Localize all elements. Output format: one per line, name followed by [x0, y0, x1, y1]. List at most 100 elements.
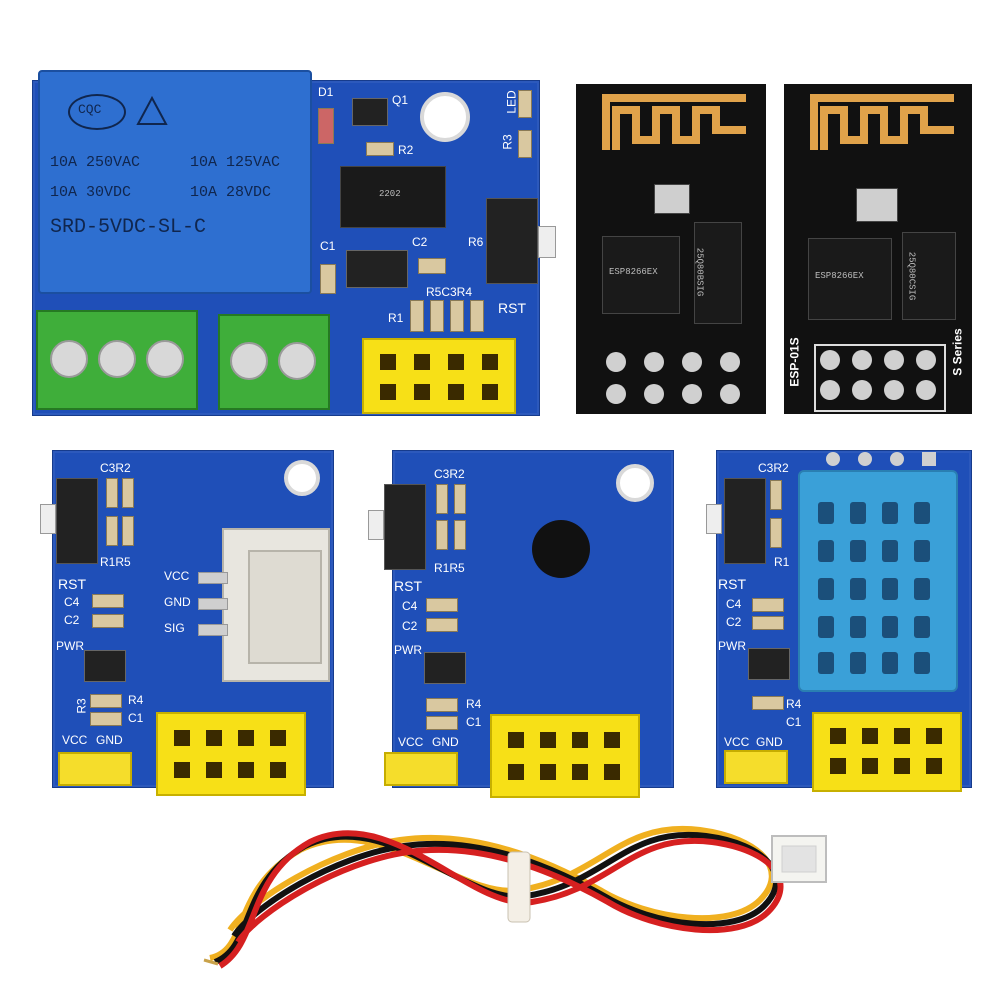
- esp8266-chip: ESP8266EX: [808, 238, 892, 320]
- resistor: [450, 300, 464, 332]
- relay-rating-2: 10A 125VAC: [190, 154, 281, 171]
- silk-r1: R1: [388, 311, 404, 325]
- pin: [606, 384, 626, 404]
- silk-c1: C1: [320, 239, 336, 253]
- esp01-module-left: ESP8266EX 25Q80BSIG: [576, 84, 766, 414]
- resistor: [106, 516, 118, 546]
- warning-triangle-icon: [136, 96, 168, 125]
- resistor: [770, 480, 782, 510]
- socket: [894, 758, 910, 774]
- resistor: [106, 478, 118, 508]
- solder-pad: [922, 452, 936, 466]
- vent: [818, 540, 834, 562]
- vent: [850, 616, 866, 638]
- silk-r1r5: R1R5: [434, 561, 465, 575]
- regulator: [748, 648, 790, 680]
- relay-rating-1: 10A 250VAC: [50, 154, 141, 171]
- vent: [914, 578, 930, 600]
- screw-icon: [230, 342, 268, 380]
- pin: [916, 350, 936, 370]
- vent: [914, 502, 930, 524]
- pin: [720, 384, 740, 404]
- silk-r1r5: R1R5: [100, 555, 131, 569]
- flash-chip: 25Q80CSIG: [902, 232, 956, 320]
- resistor: [770, 518, 782, 548]
- resistor: [436, 484, 448, 514]
- chip-marking: ESP8266EX: [815, 271, 864, 281]
- silk-q1: Q1: [392, 93, 409, 107]
- screw-icon: [50, 340, 88, 378]
- socket: [414, 354, 430, 370]
- resistor: [410, 300, 424, 332]
- silk-c4: C4: [726, 597, 742, 611]
- pin: [884, 350, 904, 370]
- silk-r4: R4: [128, 693, 144, 707]
- capacitor: [752, 598, 784, 612]
- esp01-header: [490, 714, 640, 798]
- connector-pin: [198, 624, 228, 636]
- silk-c3r2: C3R2: [100, 461, 131, 475]
- silk-c1: C1: [466, 715, 482, 729]
- regulator: [424, 652, 466, 684]
- socket: [380, 354, 396, 370]
- silk-vcc: VCC: [724, 735, 750, 749]
- pin: [682, 352, 702, 372]
- solder-pad: [890, 452, 904, 466]
- resistor: [318, 108, 334, 144]
- vent: [818, 652, 834, 674]
- silk-c1: C1: [786, 715, 802, 729]
- relay-model: SRD-5VDC-SL-C: [50, 216, 207, 239]
- capacitor: [320, 264, 336, 294]
- silk-c2: C2: [412, 235, 428, 249]
- socket: [862, 758, 878, 774]
- relay-rating-3: 10A 30VDC: [50, 184, 132, 201]
- optocoupler: 2202: [340, 166, 446, 228]
- crystal: [856, 188, 898, 222]
- esp8266-chip: ESP8266EX: [602, 236, 680, 314]
- socket: [448, 354, 464, 370]
- pin: [682, 384, 702, 404]
- reset-button: [486, 198, 538, 284]
- led: [518, 90, 532, 118]
- power-jumper: [384, 752, 458, 786]
- power-jumper: [58, 752, 132, 786]
- terminal-block-3: [36, 310, 198, 410]
- silk-c2: C2: [726, 615, 742, 629]
- socket: [572, 732, 588, 748]
- silk-pwr: PWR: [56, 639, 84, 653]
- socket: [238, 762, 254, 778]
- regulator: [84, 650, 126, 682]
- chip-marking: 2202: [379, 189, 401, 199]
- pin: [852, 380, 872, 400]
- relay-logo: CQC: [78, 102, 102, 117]
- vent: [914, 652, 930, 674]
- pin: [852, 350, 872, 370]
- cqc-logo: [68, 94, 126, 130]
- silk-pin-gnd: GND: [164, 595, 191, 609]
- resistor: [430, 300, 444, 332]
- resistor: [366, 142, 394, 156]
- vent: [850, 578, 866, 600]
- silk-d1: D1: [318, 85, 334, 99]
- silk-gnd: GND: [96, 733, 123, 747]
- vent: [850, 540, 866, 562]
- capacitor: [92, 614, 124, 628]
- esp01s-module-right: ESP8266EX 25Q80CSIG ESP-01S S Series: [784, 84, 972, 414]
- socket: [174, 730, 190, 746]
- pin: [884, 380, 904, 400]
- silk-pwr: PWR: [718, 639, 746, 653]
- silk-c4: C4: [64, 595, 80, 609]
- capacitor: [92, 594, 124, 608]
- socket: [414, 384, 430, 400]
- capacitor: [426, 598, 458, 612]
- pin: [720, 352, 740, 372]
- connector-pin: [198, 598, 228, 610]
- reset-button-cap: [40, 504, 56, 534]
- resistor: [436, 520, 448, 550]
- silk-pin-sig: SIG: [164, 621, 185, 635]
- silk-rst: RST: [718, 576, 746, 592]
- pcb-antenna: [602, 94, 746, 150]
- pin: [644, 352, 664, 372]
- socket: [604, 732, 620, 748]
